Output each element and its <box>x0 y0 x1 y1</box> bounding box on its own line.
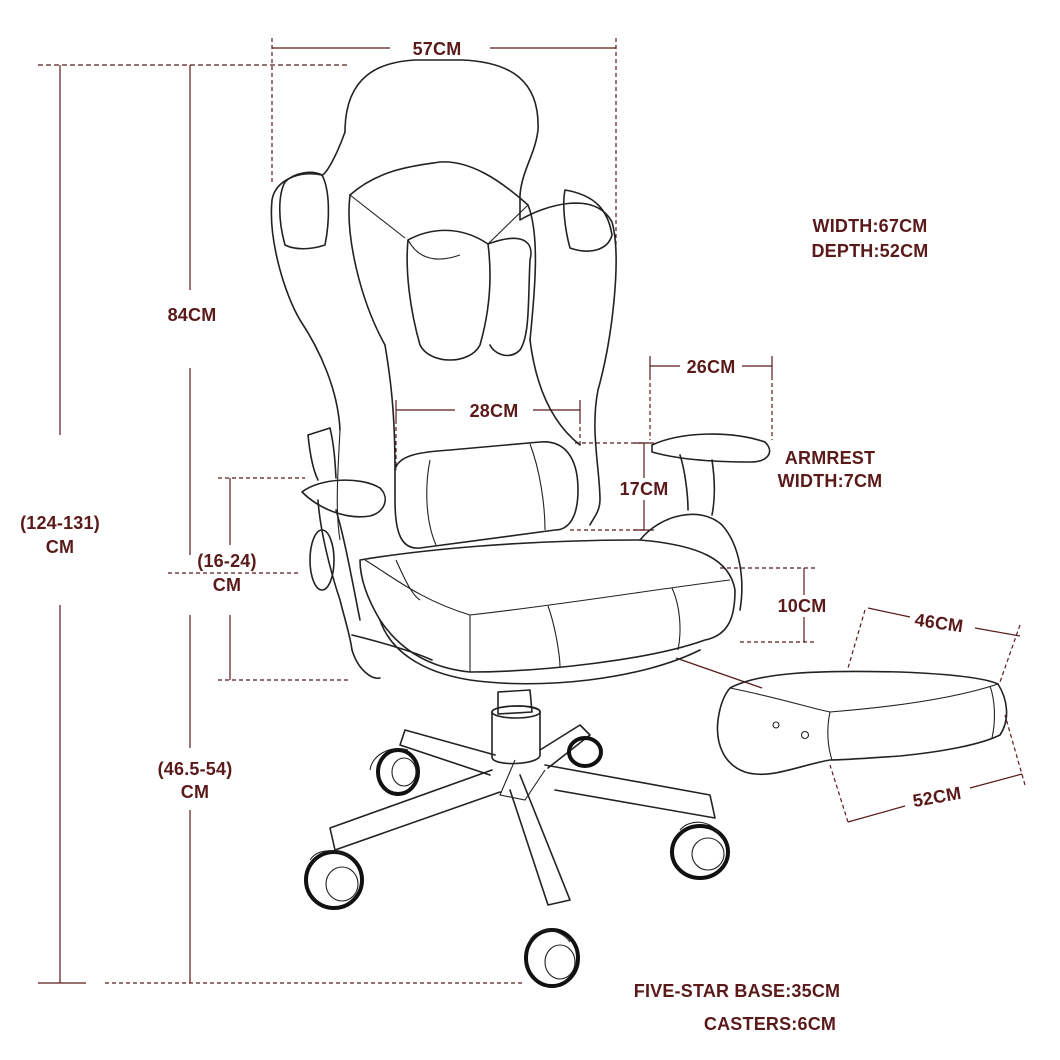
chair-backrest <box>270 59 617 549</box>
chair-seat <box>351 513 743 685</box>
seat-height-unit: CM <box>180 782 210 802</box>
armrest-gap-label: 17CM <box>619 479 669 499</box>
arm-height-value: (16-24) <box>197 551 257 571</box>
top-width-label: 57CM <box>412 39 462 59</box>
overall-depth-label: DEPTH:52CM <box>811 241 929 261</box>
dimension-lines <box>38 38 1026 984</box>
armrests <box>301 427 771 651</box>
seat-height-value: (46.5-54) <box>157 759 233 779</box>
chair-base <box>304 689 730 988</box>
total-height-value: (124-131) <box>20 513 100 533</box>
back-height-label: 84CM <box>167 305 217 325</box>
seat-thickness-label: 10CM <box>777 596 827 616</box>
seat-cushion-detail <box>716 670 1008 776</box>
caster-wheels <box>304 736 730 988</box>
arm-height-unit: CM <box>212 575 242 595</box>
overall-width-label: WIDTH:67CM <box>812 216 928 236</box>
five-star-base-label: FIVE-STAR BASE:35CM <box>633 981 841 1001</box>
armrest-title-label: ARMREST <box>784 448 876 468</box>
casters-label: CASTERS:6CM <box>703 1014 837 1034</box>
armrest-length-label: 26CM <box>686 357 736 377</box>
total-height-unit: CM <box>45 537 75 557</box>
armrest-width-label: WIDTH:7CM <box>777 471 883 491</box>
lumbar-width-label: 28CM <box>469 401 519 421</box>
